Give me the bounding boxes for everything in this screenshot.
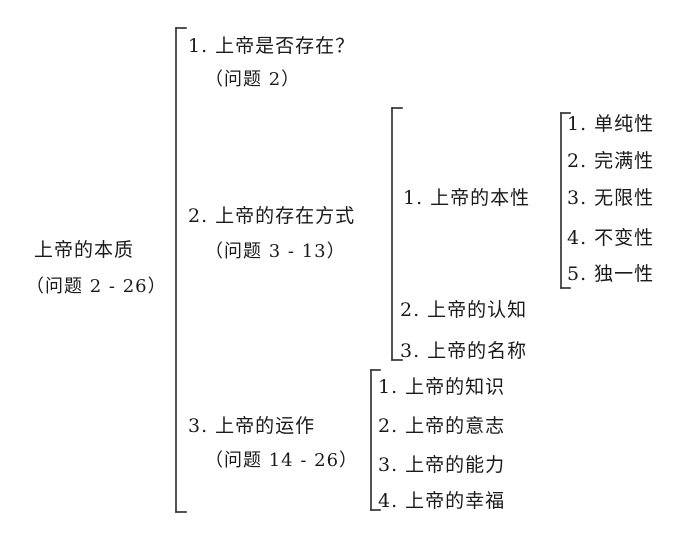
root-title: 上帝的本质: [34, 239, 135, 261]
level1-item-3-label: 3. 上帝的运作: [188, 415, 316, 437]
nature-item-3: 3. 无限性: [567, 187, 655, 209]
operations-item-2: 2. 上帝的意志: [378, 415, 506, 437]
existence-item-2: 2. 上帝的认知: [400, 299, 528, 321]
level1-item-2-label: 2. 上帝的存在方式: [188, 205, 356, 227]
operations-item-3: 3. 上帝的能力: [378, 454, 506, 476]
existence-item-3: 3. 上帝的名称: [400, 340, 528, 362]
nature-item-2: 2. 完满性: [567, 150, 655, 172]
nature-item-4: 4. 不变性: [567, 227, 655, 249]
operations-item-1: 1. 上帝的知识: [378, 376, 506, 398]
main-bracket: [175, 27, 187, 513]
operations-item-4: 4. 上帝的幸福: [378, 490, 506, 512]
root-range: （问题 2 - 26）: [26, 276, 167, 297]
operations-bracket: [370, 369, 381, 511]
level1-item-2-range: （问题 3 - 13）: [205, 241, 346, 262]
level1-item-1-label: 1. 上帝是否存在？: [188, 35, 356, 57]
existence-item-1: 1. 上帝的本性: [403, 187, 531, 209]
nature-item-1: 1. 单纯性: [567, 113, 655, 135]
existence-bracket: [391, 107, 403, 361]
level1-item-3-range: （问题 14 - 26）: [205, 450, 359, 471]
nature-item-5: 5. 独一性: [567, 263, 655, 285]
nature-bracket: [560, 112, 571, 289]
level1-item-1-range: （问题 2）: [205, 69, 301, 90]
